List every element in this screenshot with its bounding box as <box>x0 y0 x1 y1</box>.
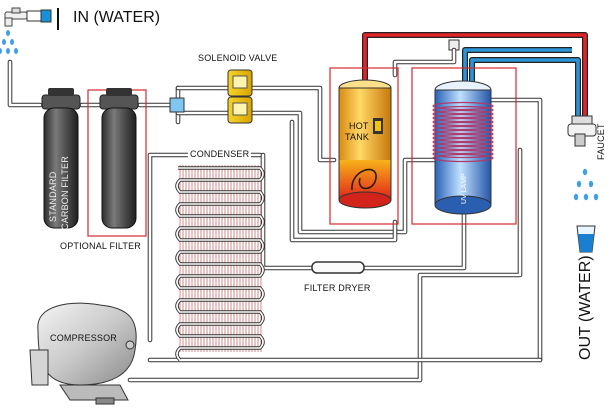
label-compressor: COMPRESSOR <box>50 333 118 343</box>
faucet-icon <box>567 115 597 147</box>
hot-tank <box>338 79 392 209</box>
glass-icon <box>576 225 596 253</box>
heating-element-icon <box>351 168 377 191</box>
label-solenoid-valve: SOLENOID VALVE <box>198 53 278 63</box>
vent-tee <box>392 39 460 78</box>
water-drop-icon <box>573 168 599 201</box>
label-hot-tank-2: TANK <box>345 132 370 142</box>
label-uv-lamp: UV LAMP <box>461 173 468 204</box>
label-standard-filter-1: STANDARD <box>48 171 58 222</box>
label-out-water: OUT (WATER) <box>577 255 594 360</box>
standard-carbon-filter <box>41 88 81 229</box>
condenser-coil <box>175 165 265 362</box>
label-condenser: CONDENSER <box>188 149 252 159</box>
label-optional-filter: OPTIONAL FILTER <box>60 241 142 251</box>
filter-dryer <box>311 261 365 274</box>
label-faucet: FAUCET <box>596 123 606 160</box>
label-in-water: IN (WATER) <box>73 9 161 26</box>
hot-water-line <box>362 32 588 118</box>
label-filter-dryer: FILTER DRYER <box>304 283 371 293</box>
uv-tank <box>432 80 494 215</box>
compressor <box>29 302 137 405</box>
hot-tank-highlight <box>329 67 399 225</box>
solenoid-valve-bottom <box>227 96 253 124</box>
label-hot-tank-1: HOT <box>349 121 369 131</box>
label-standard-filter-2: CARBON FILTER <box>60 156 70 230</box>
tee-connector <box>169 97 185 113</box>
water-drop-icon <box>0 30 18 54</box>
solenoid-valve-top <box>227 69 253 97</box>
optional-filter <box>99 88 139 229</box>
tap-icon <box>4 7 59 30</box>
uv-tank-highlight <box>411 67 517 225</box>
cold-water-line <box>462 47 581 118</box>
thermostat-icon <box>373 118 383 134</box>
